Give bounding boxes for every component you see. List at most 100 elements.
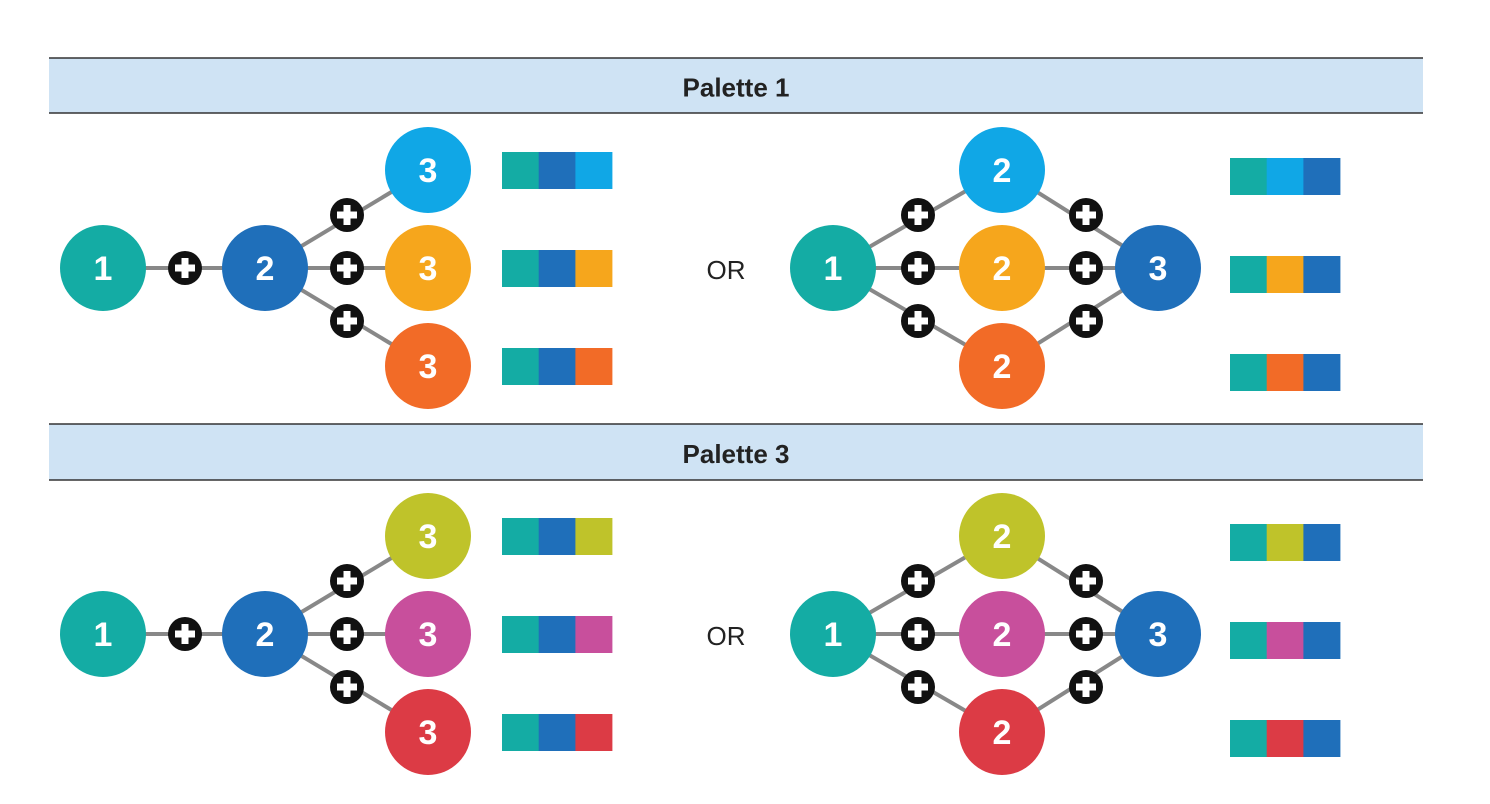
plus-icon	[901, 670, 935, 704]
swatch-cell	[575, 348, 613, 385]
swatch-cell	[1230, 256, 1267, 293]
plus-icon	[1069, 617, 1103, 651]
swatch-cell	[502, 714, 539, 751]
swatch-cell	[538, 714, 576, 751]
plus-icon	[901, 304, 935, 338]
plus-icon	[901, 617, 935, 651]
node-3-option-3-label: 3	[419, 714, 438, 752]
swatch-cell	[575, 714, 613, 751]
swatch-cell	[1230, 720, 1267, 757]
node-3-option-3-label: 3	[419, 348, 438, 386]
node-1	[60, 225, 146, 311]
palette-header	[49, 424, 1423, 480]
or-label: OR	[707, 621, 746, 651]
node-2-option-3-label: 2	[993, 348, 1012, 386]
swatch-cell	[1230, 354, 1267, 391]
node-2-label: 2	[256, 616, 275, 654]
color-swatch-right-3	[1230, 354, 1341, 391]
swatch-cell	[575, 518, 613, 555]
color-swatch-left-2	[502, 616, 613, 653]
swatch-cell	[538, 250, 576, 287]
swatch-cell	[538, 152, 576, 189]
color-swatch-right-2	[1230, 256, 1341, 293]
node-1	[60, 591, 146, 677]
swatch-cell	[1303, 158, 1341, 195]
color-swatch-left-3	[502, 348, 613, 385]
plus-icon	[1069, 304, 1103, 338]
color-swatch-left-1	[502, 518, 613, 555]
plus-icon	[901, 198, 935, 232]
swatch-cell	[1230, 524, 1267, 561]
node-2	[222, 225, 308, 311]
plus-icon	[330, 198, 364, 232]
palette-header	[49, 58, 1423, 113]
node-3-option-3	[385, 323, 471, 409]
plus-icon	[901, 564, 935, 598]
color-swatch-right-1	[1230, 524, 1341, 561]
node-2-option-2-label: 2	[993, 616, 1012, 654]
swatch-cell	[502, 616, 539, 653]
swatch-cell	[575, 616, 613, 653]
node-3-option-2-label: 3	[419, 616, 438, 654]
plus-icon	[1069, 670, 1103, 704]
node-3-option-1	[385, 493, 471, 579]
color-swatch-left-2	[502, 250, 613, 287]
node-2-option-1-label: 2	[993, 152, 1012, 190]
swatch-cell	[502, 250, 539, 287]
node-1	[790, 591, 876, 677]
node-3-option-1	[385, 127, 471, 213]
plus-icon	[168, 617, 202, 651]
node-2-option-1	[959, 493, 1045, 579]
node-2-option-2-label: 2	[993, 250, 1012, 288]
node-2-option-3	[959, 689, 1045, 775]
swatch-cell	[1303, 256, 1341, 293]
swatch-cell	[538, 348, 576, 385]
plus-icon	[1069, 251, 1103, 285]
node-3-option-2-label: 3	[419, 250, 438, 288]
node-3-option-2	[385, 591, 471, 677]
node-2-label: 2	[256, 250, 275, 288]
node-1-label: 1	[824, 250, 843, 288]
left-diagram: 1 2 3 3 3	[60, 127, 613, 409]
plus-icon	[330, 304, 364, 338]
swatch-cell	[1266, 524, 1304, 561]
swatch-cell	[1230, 622, 1267, 659]
swatch-cell	[575, 250, 613, 287]
plus-icon	[1069, 564, 1103, 598]
color-swatch-right-2	[1230, 622, 1341, 659]
swatch-cell	[502, 152, 539, 189]
node-3-option-3	[385, 689, 471, 775]
color-swatch-left-1	[502, 152, 613, 189]
node-1-label: 1	[94, 616, 113, 654]
node-2-option-3	[959, 323, 1045, 409]
swatch-cell	[1266, 354, 1304, 391]
swatch-cell	[538, 616, 576, 653]
swatch-cell	[1266, 720, 1304, 757]
node-3-label: 3	[1149, 250, 1168, 288]
plus-icon	[1069, 198, 1103, 232]
node-2-option-1-label: 2	[993, 518, 1012, 556]
swatch-cell	[1303, 720, 1341, 757]
node-2-option-3-label: 2	[993, 714, 1012, 752]
swatch-cell	[502, 518, 539, 555]
node-1-label: 1	[824, 616, 843, 654]
node-3-option-1-label: 3	[419, 152, 438, 190]
right-diagram: 1 3 2 2 2	[790, 127, 1341, 409]
swatch-cell	[1266, 256, 1304, 293]
plus-icon	[330, 251, 364, 285]
swatch-cell	[1303, 354, 1341, 391]
swatch-cell	[1303, 524, 1341, 561]
node-1-label: 1	[94, 250, 113, 288]
node-2-option-1	[959, 127, 1045, 213]
plus-icon	[168, 251, 202, 285]
swatch-cell	[1266, 622, 1304, 659]
palette-title: Palette 1	[683, 73, 790, 103]
node-3	[1115, 591, 1201, 677]
node-3-option-2	[385, 225, 471, 311]
swatch-cell	[575, 152, 613, 189]
node-3	[1115, 225, 1201, 311]
